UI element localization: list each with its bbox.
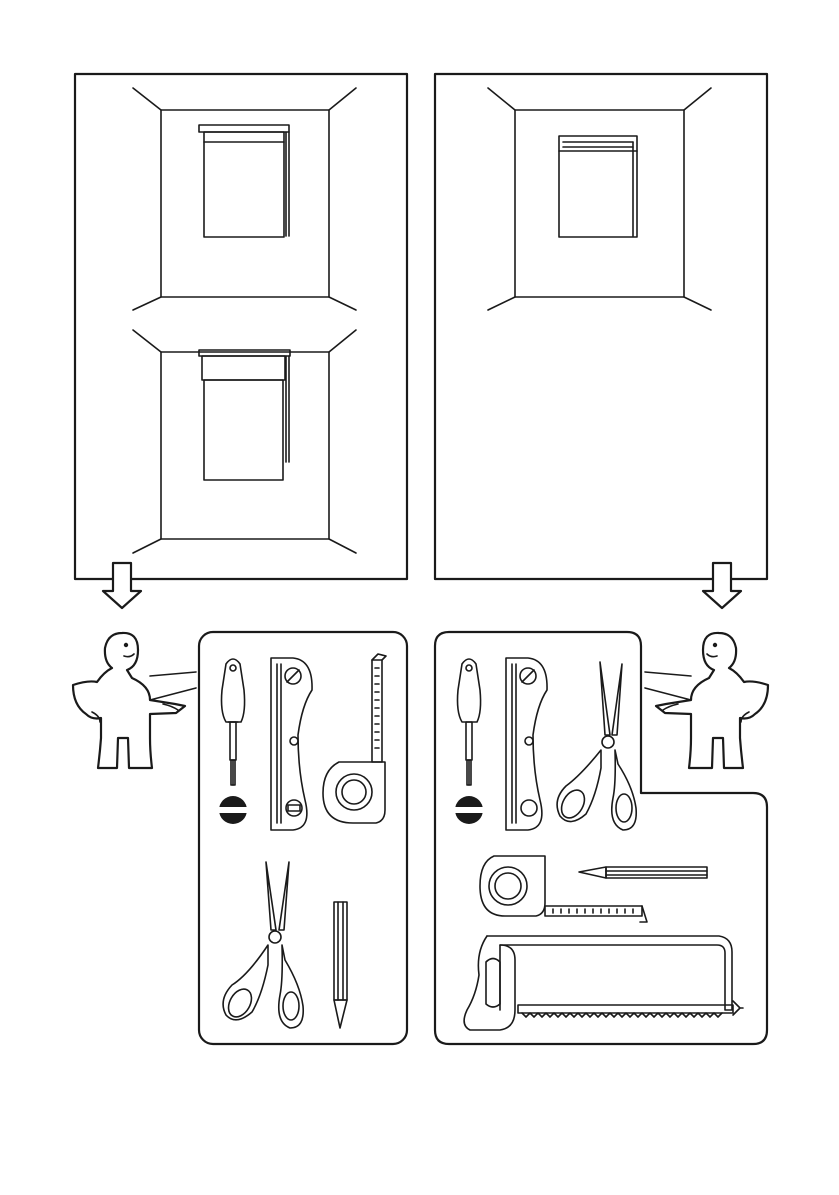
- person-pointing-left-icon: [645, 633, 768, 768]
- slotted-screw-head-icon: [217, 796, 249, 824]
- tape-measure-icon: [480, 856, 647, 922]
- pencil-icon: [334, 902, 347, 1028]
- left-tools-box: [199, 632, 407, 1044]
- hacksaw-icon: [464, 936, 743, 1030]
- roller-blind-in-recess-icon: [559, 136, 637, 237]
- screwdriver-icon: [458, 659, 481, 785]
- left-room-scene-2: [133, 330, 356, 553]
- roller-blind-above-recess-icon: [199, 350, 290, 480]
- tape-measure-icon: [323, 654, 386, 823]
- roller-blind-icon: [199, 125, 289, 237]
- scissors-icon: [557, 662, 636, 830]
- spirit-level-icon: [506, 658, 547, 830]
- pencil-icon: [579, 867, 707, 878]
- down-arrow-icon: [103, 563, 141, 608]
- right-room-scene: [488, 88, 711, 310]
- left-option-frame: [75, 74, 407, 579]
- screwdriver-icon: [222, 659, 245, 785]
- right-option-panel: [435, 74, 767, 608]
- scissors-icon: [223, 862, 303, 1028]
- right-option-frame: [435, 74, 767, 579]
- spirit-level-icon: [271, 658, 312, 830]
- down-arrow-icon: [703, 563, 741, 608]
- slotted-screw-head-icon: [453, 796, 485, 824]
- left-room-scene-1: [133, 88, 356, 310]
- left-option-panel: [75, 74, 407, 608]
- person-pointing-right-icon: [73, 633, 196, 768]
